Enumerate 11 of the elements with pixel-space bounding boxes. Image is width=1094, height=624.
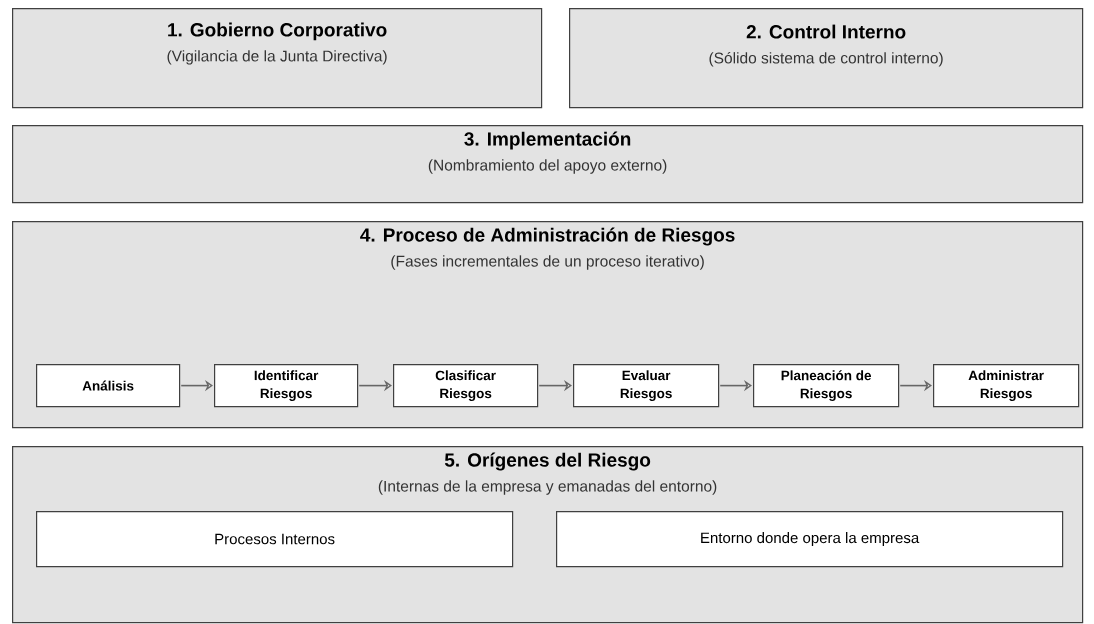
process-step-box: Identificar Riesgos bbox=[214, 364, 359, 408]
section-box: 3. Implementación (Nombramiento del apoyo externo) bbox=[12, 125, 1084, 204]
process-step-box: Análisis bbox=[36, 364, 181, 408]
category-box: Entorno donde opera la empresa bbox=[556, 511, 1064, 568]
section-box: 2. Control Interno (Sólido sistema de control interno) bbox=[569, 8, 1084, 109]
process-step-box: Planeación de Riesgos bbox=[753, 364, 900, 408]
process-step-box: Evaluar Riesgos bbox=[573, 364, 720, 408]
process-step-box: Administrar Riesgos bbox=[933, 364, 1080, 408]
category-box: Procesos Internos bbox=[36, 511, 514, 568]
section-box: 1. Gobierno Corporativo (Vigilancia de la Junta Directiva) bbox=[12, 8, 543, 109]
process-step-box: Clasificar Riesgos bbox=[393, 364, 539, 408]
